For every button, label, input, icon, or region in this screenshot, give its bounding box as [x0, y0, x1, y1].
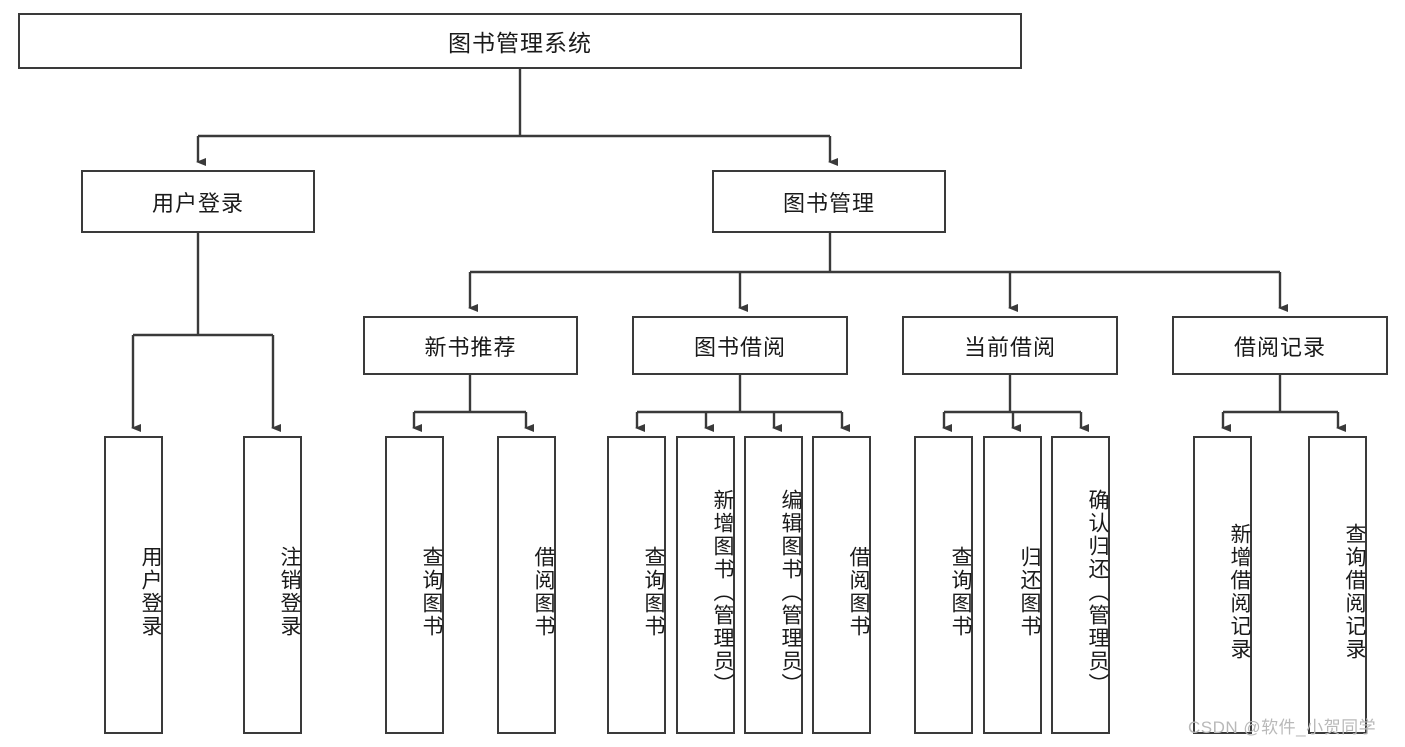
node-label: 借阅记录 — [1233, 334, 1326, 360]
node-label: 图书管理 — [782, 190, 875, 216]
node-label: 新增借阅记录 — [1228, 523, 1251, 661]
leaf-logout[interactable]: 注销登录 — [243, 436, 302, 734]
leaf-query-book-from-recommendation[interactable]: 查询图书 — [385, 436, 444, 734]
node-label: 归还图书 — [1018, 546, 1041, 638]
node-label: 查询图书 — [642, 546, 665, 638]
leaf-borrow-book-from-recommendation[interactable]: 借阅图书 — [497, 436, 556, 734]
node-label: 查询图书 — [949, 546, 972, 638]
leaf-borrow-book[interactable]: 借阅图书 — [812, 436, 871, 734]
leaf-query-book-current[interactable]: 查询图书 — [914, 436, 973, 734]
node-label: 查询图书 — [420, 546, 443, 638]
leaf-user-login[interactable]: 用户登录 — [104, 436, 163, 734]
node-label: 用户登录 — [139, 546, 162, 638]
node-current-borrowing[interactable]: 当前借阅 — [902, 316, 1118, 375]
node-label: 确认归还（管理员） — [1086, 488, 1109, 696]
node-label: 用户登录 — [151, 190, 244, 216]
node-label: 图书借阅 — [693, 334, 786, 360]
watermark: CSDN @软件_小贺同学 — [1188, 718, 1377, 737]
node-label: 新书推荐 — [424, 334, 517, 360]
leaf-query-book[interactable]: 查询图书 — [607, 436, 666, 734]
node-borrowing-record[interactable]: 借阅记录 — [1172, 316, 1388, 375]
node-new-book-recommendation[interactable]: 新书推荐 — [363, 316, 578, 375]
node-user-login[interactable]: 用户登录 — [81, 170, 315, 233]
leaf-add-borrow-record[interactable]: 新增借阅记录 — [1193, 436, 1252, 734]
leaf-confirm-return-admin[interactable]: 确认归还（管理员） — [1051, 436, 1110, 734]
node-label: 注销登录 — [278, 546, 301, 638]
node-label: 编辑图书（管理员） — [779, 488, 802, 696]
node-label: 借阅图书 — [847, 546, 870, 638]
leaf-add-book-admin[interactable]: 新增图书（管理员） — [676, 436, 735, 734]
node-book-borrowing[interactable]: 图书借阅 — [632, 316, 848, 375]
node-label: 图书管理系统 — [448, 30, 592, 56]
node-label: 新增图书（管理员） — [711, 488, 734, 696]
leaf-return-book[interactable]: 归还图书 — [983, 436, 1042, 734]
node-book-management[interactable]: 图书管理 — [712, 170, 946, 233]
node-label: 查询借阅记录 — [1343, 523, 1366, 661]
node-label: 借阅图书 — [532, 546, 555, 638]
node-label: 当前借阅 — [963, 334, 1056, 360]
node-root-book-management-system[interactable]: 图书管理系统 — [18, 13, 1022, 69]
leaf-edit-book-admin[interactable]: 编辑图书（管理员） — [744, 436, 803, 734]
leaf-query-borrow-record[interactable]: 查询借阅记录 — [1308, 436, 1367, 734]
